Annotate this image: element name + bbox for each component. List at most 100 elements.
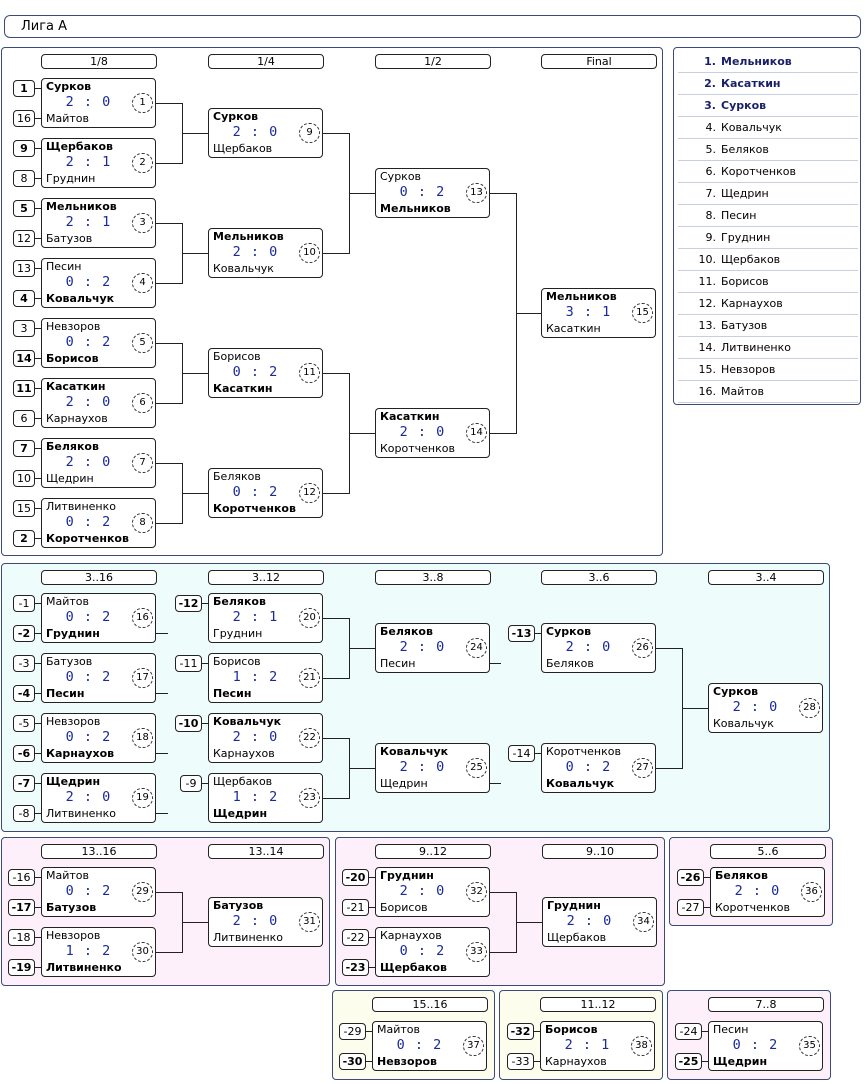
- seed-badge: 7: [13, 440, 35, 457]
- player-top: Борисов: [545, 1023, 598, 1036]
- connector-line: [202, 723, 208, 724]
- standing-place: 10.: [698, 253, 717, 266]
- connector-line: [35, 603, 41, 604]
- connector-line: [369, 937, 375, 938]
- player-top: Мельников: [46, 200, 117, 213]
- connector-line: [490, 433, 516, 434]
- standing-place: 1.: [704, 55, 716, 68]
- seed-badge: -6: [13, 745, 35, 762]
- standing-row: 11.Борисов: [678, 271, 858, 293]
- match-number: 11: [299, 363, 320, 383]
- connector-line: [156, 693, 168, 694]
- connector-line: [490, 783, 501, 784]
- standing-player: Литвиненко: [721, 341, 791, 354]
- player-top: Коротченков: [546, 745, 621, 758]
- match-score: 0 : 2: [65, 274, 112, 290]
- connector-line: [35, 268, 41, 269]
- player-top: Песин: [713, 1023, 749, 1036]
- connector-line: [490, 193, 516, 194]
- match-score: 2 : 0: [232, 729, 279, 745]
- standing-place: 13.: [698, 319, 717, 332]
- match-score: 2 : 0: [232, 244, 279, 260]
- standing-row: 2.Касаткин: [678, 73, 858, 95]
- player-bottom: Литвиненко: [213, 931, 283, 944]
- match-number: 38: [631, 1036, 652, 1056]
- player-top: Карнаухов: [380, 929, 442, 942]
- match-score: 2 : 0: [65, 454, 112, 470]
- match-score: 2 : 0: [399, 424, 446, 440]
- player-top: Сурков: [713, 685, 759, 698]
- player-top: Борисов: [213, 655, 261, 668]
- connector-line: [704, 907, 710, 908]
- connector-line: [35, 358, 41, 359]
- player-top: Борисов: [213, 350, 261, 363]
- standing-player: Груднин: [721, 231, 771, 244]
- match-score: 2 : 0: [734, 883, 781, 899]
- seed-badge: -10: [175, 715, 202, 732]
- match-number: 25: [466, 758, 487, 778]
- connector-line: [349, 648, 375, 649]
- seed-badge: 2: [13, 530, 35, 547]
- connector-line: [535, 633, 541, 634]
- match-score: 0 : 2: [65, 669, 112, 685]
- standing-place: 4.: [705, 121, 717, 134]
- connector-line: [682, 708, 708, 709]
- match-number: 27: [632, 758, 653, 778]
- match-number: 9: [299, 123, 320, 143]
- seed-badge: -13: [508, 625, 535, 642]
- match-number: 2: [132, 153, 153, 173]
- connector-line: [156, 952, 182, 953]
- standing-player: Борисов: [721, 275, 769, 288]
- match-number: 8: [132, 513, 153, 533]
- standing-place: 3.: [704, 99, 716, 112]
- match-number: 36: [801, 882, 822, 902]
- connector-line: [182, 133, 208, 134]
- match-number: 17: [132, 668, 153, 688]
- seed-badge: 16: [13, 110, 35, 127]
- match-number: 33: [466, 942, 487, 962]
- connector-line: [35, 633, 41, 634]
- seed-badge: -16: [8, 869, 35, 886]
- standing-row: 3.Сурков: [678, 95, 858, 117]
- player-bottom: Литвиненко: [46, 961, 122, 974]
- connector-line: [156, 892, 182, 893]
